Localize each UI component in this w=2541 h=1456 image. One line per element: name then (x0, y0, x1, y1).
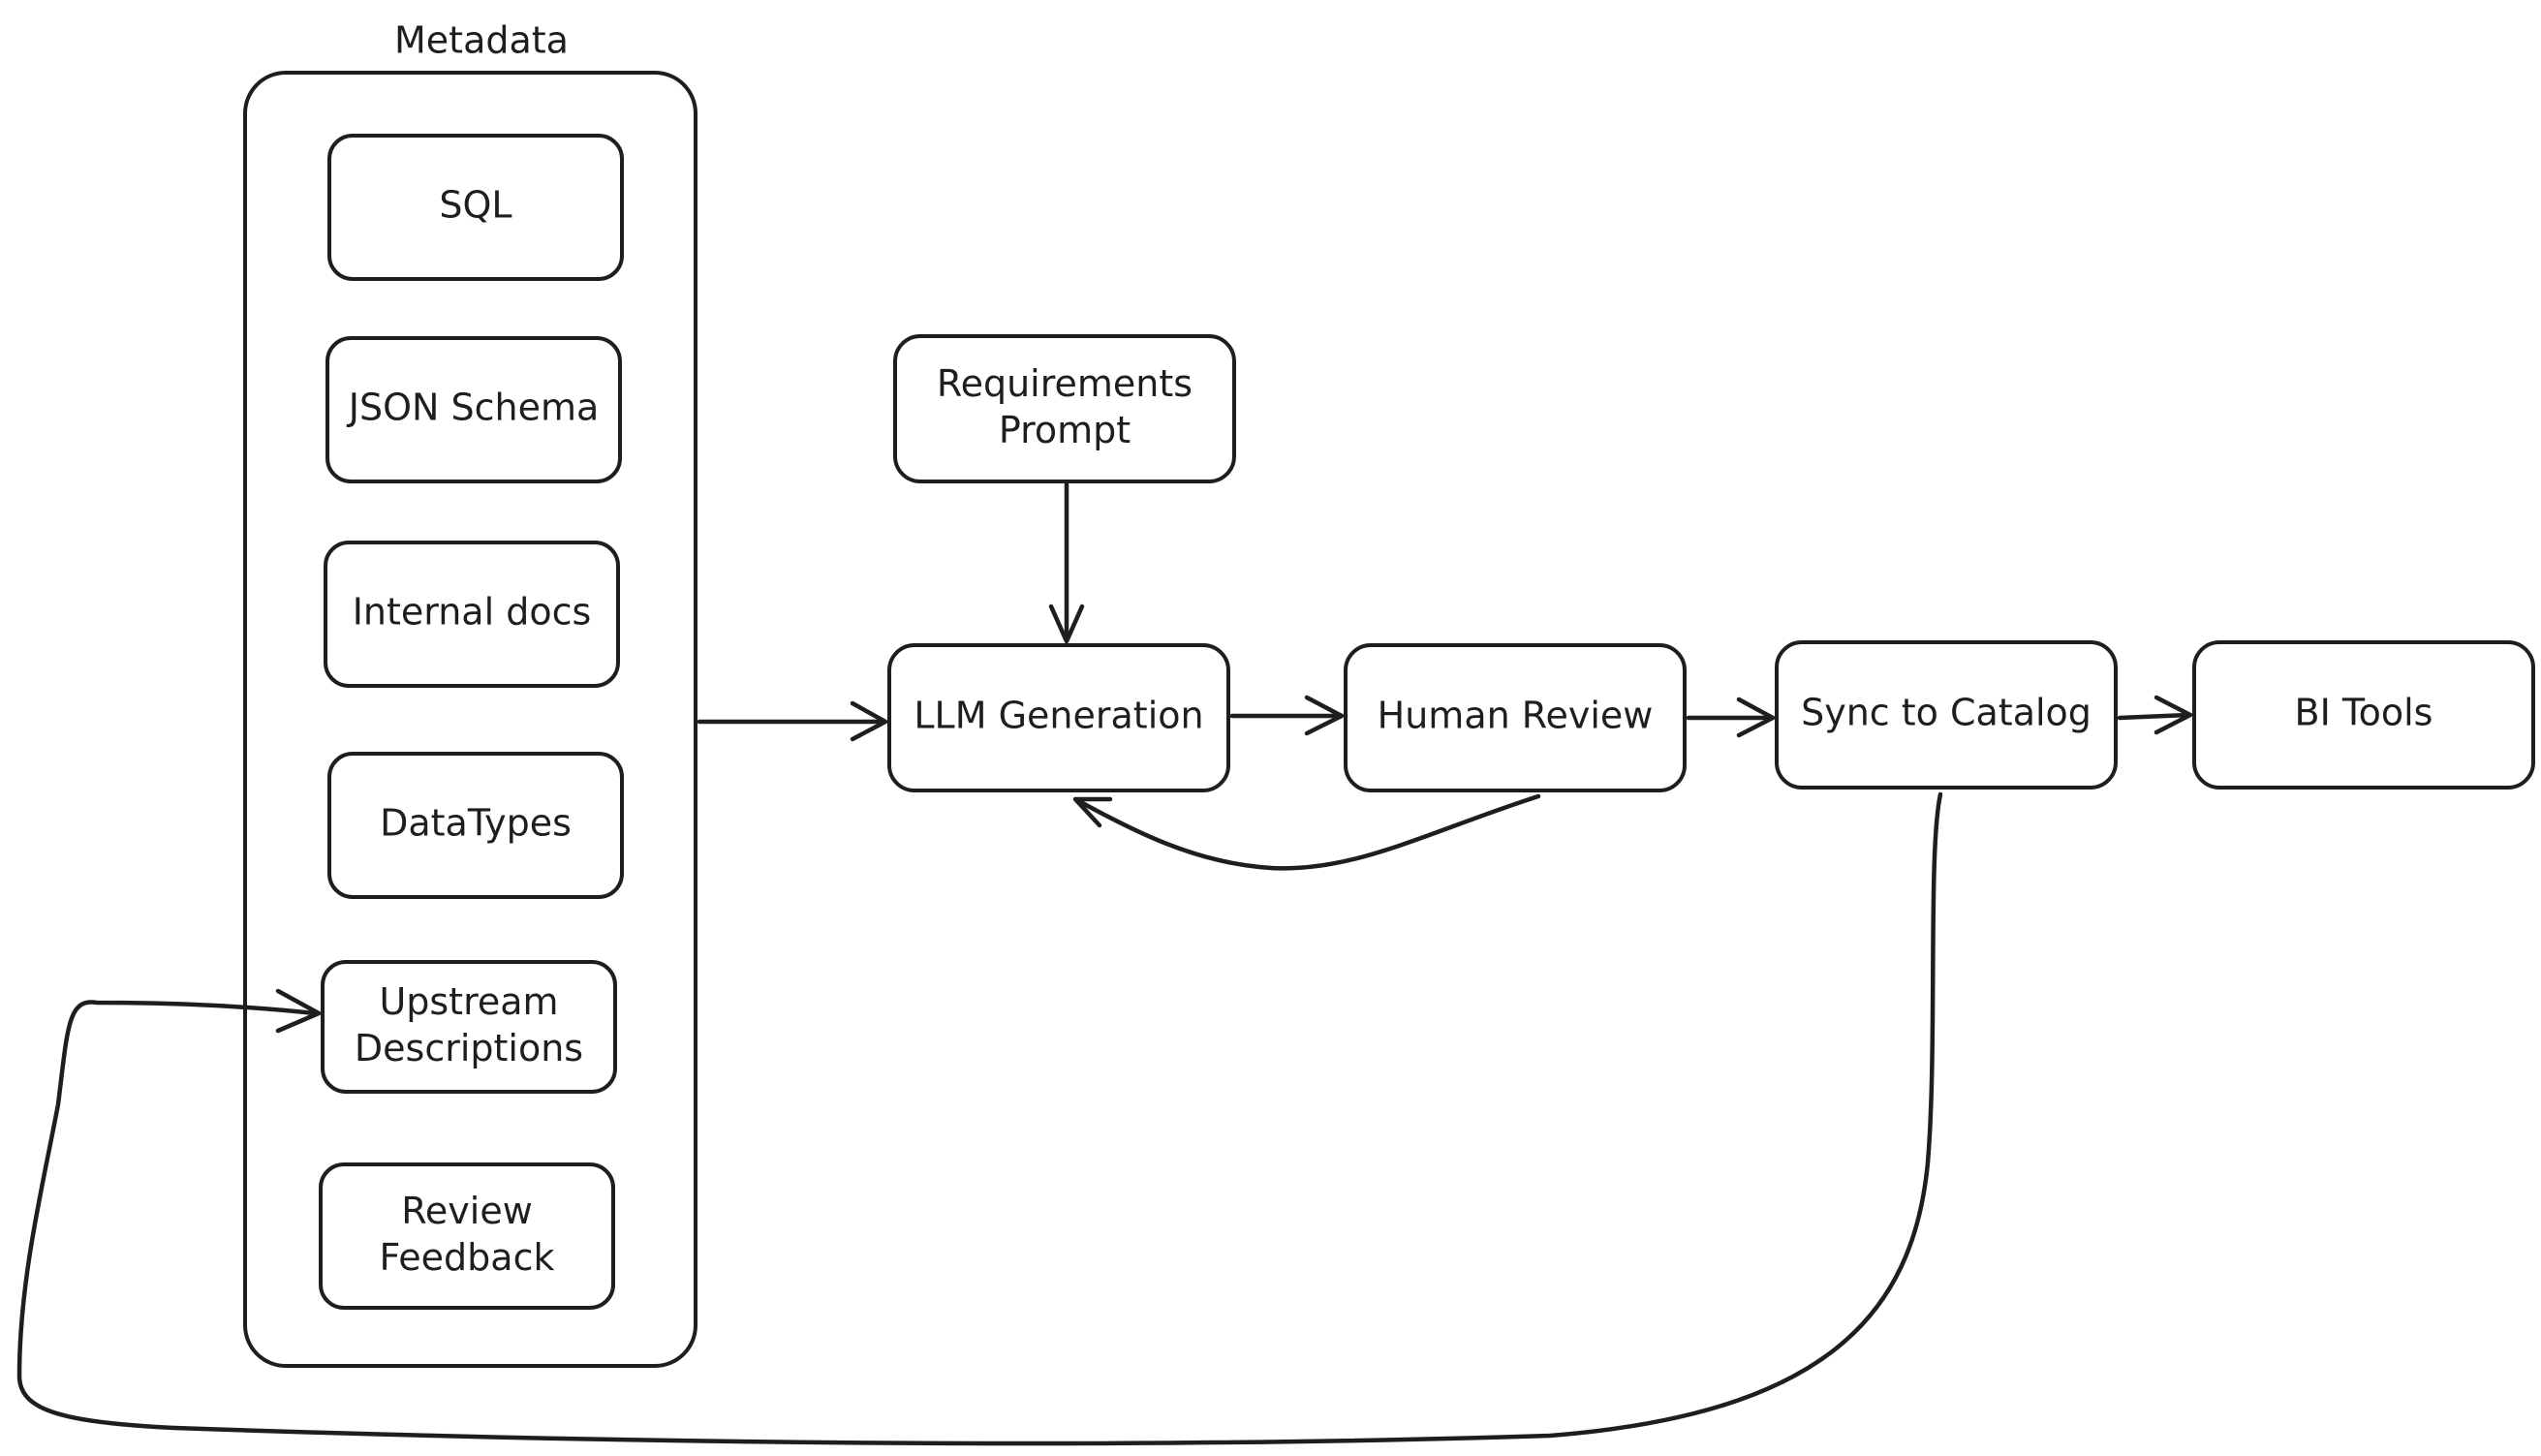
edge-llm-generation-to-human-review (1229, 695, 1345, 736)
edge-sync-to-catalog-to-bi-tools (2117, 695, 2193, 735)
node-sync-to-catalog[interactable]: Sync to Catalog (1775, 640, 2118, 790)
datatypes-label: DataTypes (380, 802, 572, 845)
metadata-group: Metadata (243, 19, 697, 1368)
edge-sync-to-catalog-to-upstream-descriptions (16, 791, 1943, 1446)
internal-docs-label: Internal docs (353, 591, 592, 634)
metadata-item-json-schema[interactable]: JSON Schema (325, 336, 622, 483)
metadata-item-sql[interactable]: SQL (327, 134, 624, 281)
label-line: Descriptions (355, 1027, 583, 1069)
human-review-label: Human Review (1378, 695, 1654, 737)
llm-generation-label: LLM Generation (914, 695, 1203, 737)
label-line: Upstream (379, 980, 558, 1023)
label-line: Feedback (380, 1236, 555, 1279)
sql-label: SQL (439, 184, 511, 227)
label-line: Prompt (999, 409, 1131, 451)
edge-metadata-to-llm-generation (697, 700, 888, 742)
edge-human-review-to-sync-to-catalog (1686, 697, 1776, 738)
node-human-review[interactable]: Human Review (1344, 643, 1687, 792)
node-bi-tools[interactable]: BI Tools (2192, 640, 2535, 790)
metadata-container (243, 71, 697, 1368)
node-llm-generation[interactable]: LLM Generation (887, 643, 1230, 792)
metadata-title: Metadata (394, 19, 569, 62)
label-line: Requirements (937, 362, 1193, 405)
edge-human-review-to-llm-generation (1072, 793, 1541, 871)
bi-tools-label: BI Tools (2295, 692, 2433, 734)
metadata-item-internal-docs[interactable]: Internal docs (324, 541, 620, 688)
sync-to-catalog-label: Sync to Catalog (1801, 692, 2092, 734)
json-schema-label: JSON Schema (347, 387, 600, 429)
metadata-item-datatypes[interactable]: DataTypes (327, 752, 624, 899)
label-line: Review (401, 1190, 533, 1232)
edge-requirements-to-llm-generation (1048, 481, 1085, 644)
